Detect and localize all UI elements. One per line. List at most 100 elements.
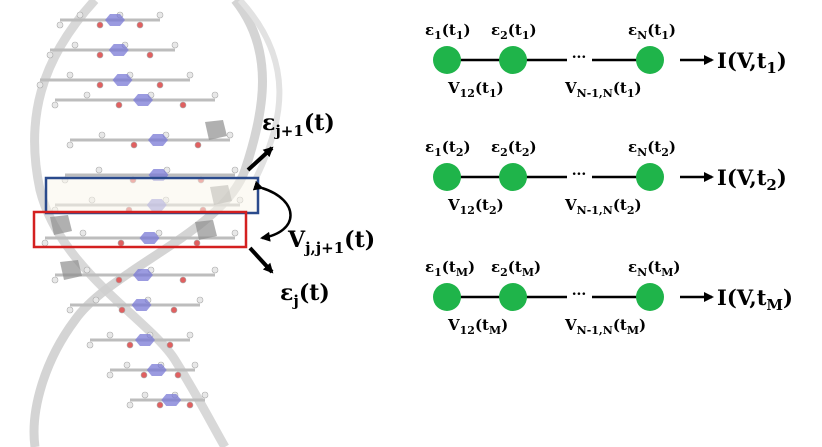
atom: [193, 239, 201, 247]
base-ring: [108, 44, 129, 56]
base-ring: [161, 394, 182, 406]
atom: [194, 141, 202, 149]
tight-binding-chains: ...ε1(t1)ε2(t1)εN(t1)V12(t1)VN-1,N(t1)I(…: [425, 21, 793, 337]
atom: [118, 306, 126, 314]
dna-structure: [29, 0, 283, 447]
atom: [51, 276, 59, 284]
base-pair-box-lower: [32, 210, 248, 249]
current-label: I(V,tM): [717, 285, 793, 314]
dna-bases: [105, 14, 182, 406]
atom: [79, 229, 87, 237]
site-energy-label: εN(t1): [628, 21, 676, 42]
atom: [86, 341, 94, 349]
site-energy-label: εN(tM): [628, 258, 681, 279]
coupling-label: VN-1,N(t1): [564, 79, 642, 100]
atom: [186, 401, 194, 409]
site-node: [636, 46, 664, 74]
atom: [96, 21, 104, 29]
atom: [96, 51, 104, 59]
sugar-block: [60, 260, 82, 280]
site-node: [636, 163, 664, 191]
atom: [155, 229, 163, 237]
base-ring: [135, 334, 155, 346]
label-eps-j-plus-1: εj+1(t): [262, 110, 335, 140]
atom: [83, 91, 91, 99]
coupling-label: V12(tM): [447, 316, 508, 337]
atom: [170, 306, 178, 314]
site-node: [433, 163, 461, 191]
site-energy-label: ε2(t1): [491, 21, 537, 42]
site-node: [433, 283, 461, 311]
atom: [186, 331, 194, 339]
ellipsis: ...: [572, 46, 587, 62]
atom: [130, 141, 138, 149]
atom: [96, 81, 104, 89]
chain-3: ...ε1(tM)ε2(tM)εN(tM)V12(tM)VN-1,N(tM)I(…: [425, 258, 793, 337]
atom: [166, 341, 174, 349]
ellipsis: ...: [572, 163, 587, 179]
sugar-block: [205, 120, 227, 140]
label-eps-j: εj(t): [280, 280, 330, 310]
dna-backbone-right: [29, 0, 267, 447]
base-ring: [133, 94, 153, 106]
current-label: I(V,t2): [717, 165, 787, 194]
atom: [106, 371, 114, 379]
atom: [106, 331, 114, 339]
site-node: [433, 46, 461, 74]
arrow-eps-lower: [248, 246, 274, 274]
site-energy-label: εN(t2): [628, 138, 676, 159]
base-ring: [148, 134, 168, 146]
atom: [115, 101, 123, 109]
site-node: [499, 283, 527, 311]
dna-backbone-outer: [237, 0, 283, 182]
atom: [171, 41, 179, 49]
base-ring: [112, 74, 133, 86]
base-pair-box-upper: [44, 176, 260, 215]
atom: [41, 239, 49, 247]
atom: [140, 371, 148, 379]
atom: [231, 166, 239, 174]
label-coupling-j-j-plus-1: Vj,j+1(t): [287, 227, 375, 257]
atom: [174, 371, 182, 379]
atom: [201, 391, 209, 399]
atom: [71, 41, 79, 49]
atom: [226, 131, 234, 139]
atom: [115, 276, 123, 284]
site-node: [636, 283, 664, 311]
atom: [123, 361, 131, 369]
base-ring: [133, 269, 153, 281]
atom: [231, 229, 239, 237]
atom: [56, 21, 64, 29]
atom: [66, 306, 74, 314]
atom: [117, 239, 125, 247]
atom: [156, 81, 164, 89]
atom: [126, 341, 134, 349]
atom: [95, 166, 103, 174]
atom: [36, 81, 44, 89]
site-energy-label: ε1(tM): [425, 258, 475, 279]
atom: [156, 401, 164, 409]
arrow-coupling: [252, 180, 292, 242]
atom: [191, 361, 199, 369]
coupling-label: VN-1,N(tM): [564, 316, 646, 337]
atom: [156, 11, 164, 19]
site-energy-label: ε1(t2): [425, 138, 471, 159]
atom: [66, 141, 74, 149]
atom: [46, 51, 54, 59]
coupling-label: V12(t1): [447, 79, 504, 100]
site-node: [499, 163, 527, 191]
atom: [136, 21, 144, 29]
coupling-label: V12(t2): [447, 196, 504, 217]
base-ring: [131, 299, 152, 311]
atom: [83, 266, 91, 274]
atom: [98, 131, 106, 139]
atom: [92, 296, 100, 304]
ellipsis: ...: [572, 283, 587, 299]
atom: [66, 71, 74, 79]
chain-2: ...ε1(t2)ε2(t2)εN(t2)V12(t2)VN-1,N(t2)I(…: [425, 138, 787, 217]
site-energy-label: ε2(t2): [491, 138, 537, 159]
atom: [146, 51, 154, 59]
base-ring: [105, 14, 125, 26]
atom: [76, 11, 84, 19]
